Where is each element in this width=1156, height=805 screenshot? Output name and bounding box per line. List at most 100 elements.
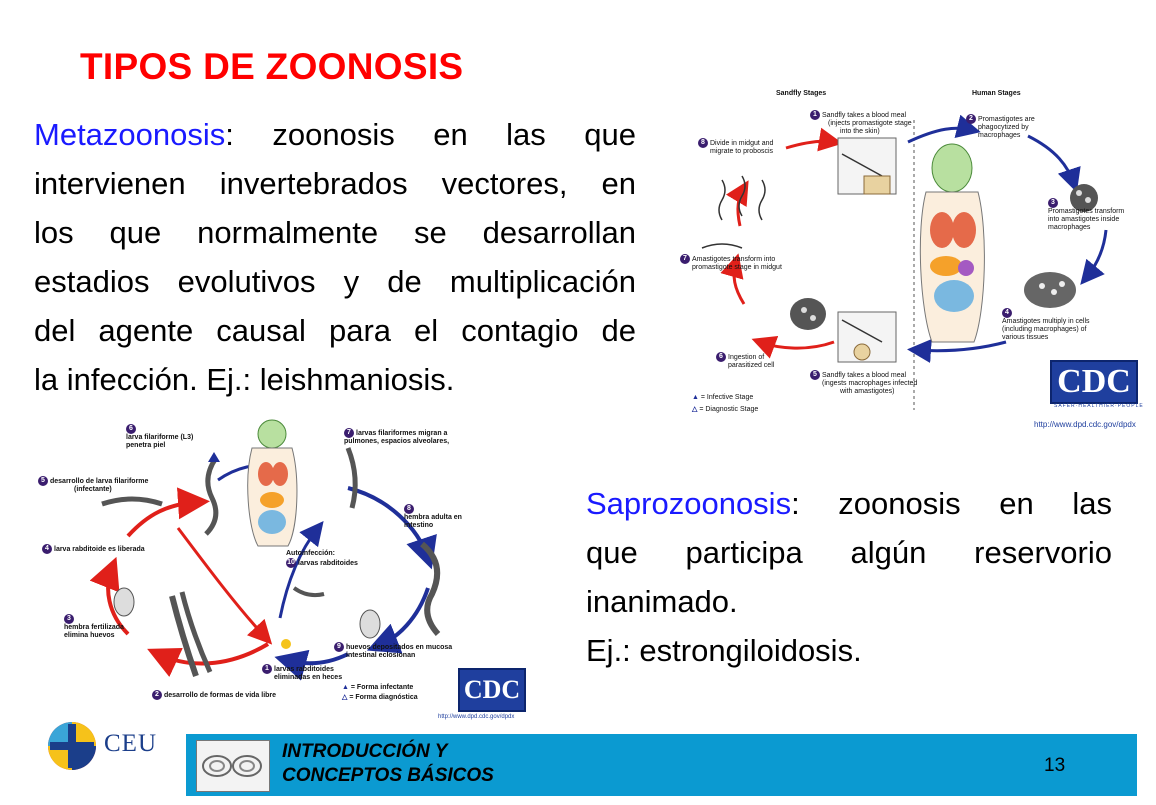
strongyloides-cycle-graphic [89,419,441,681]
liver-icon [930,256,962,276]
diagnostic-stage-marker [281,639,291,649]
legend-infective: ▲ = Forma infectante [342,684,414,691]
promastigote-shape [758,179,766,221]
saprozoonosis-line: inanimado. [586,584,738,619]
legend-diagnostic: △ = Diagnostic Stage [692,406,759,413]
metazoonosis-line: la infección. Ej.: leishmaniosis. [34,362,455,397]
cycle-arrow-blue [907,114,981,144]
sandfly-illustration [841,319,883,343]
leishmania-cycle-graphic [701,114,1108,410]
human-head [931,143,973,193]
promastigote-shape [701,243,743,249]
saprozoonosis-line: Ej.: estrongiloidosis. [586,633,862,668]
footer-section-title: INTRODUCCIÓN Y CONCEPTOS BÁSICOS [282,740,494,788]
cdc-logo: CDC [1050,360,1138,404]
cycle-arrow-blue [274,649,349,681]
lung-icon [930,212,954,248]
intestine-icon [934,280,974,312]
sandfly-illustration [841,153,883,177]
cycle-arrow-red [126,487,210,538]
migrating-larva [345,447,358,509]
lung-icon [272,462,288,486]
promastigote-shape [718,179,726,221]
metazoonosis-line: estadios evolutivos y de multiplicación [34,264,636,299]
footer-bar [186,734,1137,796]
saprozoonosis-line: : zoonosis en las [791,486,1112,521]
footer-thumbnail [196,740,270,792]
lung-icon [258,462,274,486]
lung-icon [952,212,976,248]
sandfly-stages-header: Sandfly Stages [776,90,827,97]
cycle-arrow-blue [1080,229,1108,285]
ceu-logo-icon [48,722,96,770]
metazoonosis-line: : zoonosis en las que [225,117,636,152]
intestine-icon [258,510,286,534]
metazoonosis-line: del agente causal para el contagio de [34,313,636,348]
free-living-adult [179,591,213,674]
cycle-arrow-red [147,642,270,677]
slide-title: TIPOS DE ZOONOSIS [80,46,464,87]
parasite-thumbnail-icon [202,755,262,777]
cdc-logo: CDC [458,668,526,712]
free-living-adult [169,595,199,677]
metazoonosis-line: los que normalmente se desarrollan [34,215,636,250]
egg-icon [359,609,381,639]
cycle-arrow-blue [278,520,324,619]
liver-icon [260,492,284,508]
footer-line: INTRODUCCIÓN Y [282,741,448,762]
cdc-tagline: SAFER·HEALTHIER·PEOPLE [1054,403,1144,409]
cdc-url[interactable]: http://www.dpd.cdc.gov/dpdx [438,714,515,720]
saprozoonosis-line: que participa algún reservorio [586,535,1112,570]
legend-diagnostic: △ = Forma diagnóstica [342,694,418,701]
spleen-icon [958,260,974,276]
infected-tissue-cells [1024,272,1076,308]
legend-infective: ▲ = Infective Stage [692,394,754,401]
metazoonosis-line: intervienen invertebrados vectores, en [34,166,636,201]
parasitized-cell [790,298,826,330]
cycle-arrow-red [176,527,273,645]
human-head [257,419,287,449]
page-number: 13 [1044,755,1066,776]
filariform-larva [204,456,219,536]
metazoonosis-term: Metazoonosis [34,117,226,152]
cycle-arrow-red [785,127,843,152]
cycle-arrow-red [89,556,130,636]
egg-icon [113,587,135,617]
cdc-url[interactable]: http://www.dpd.cdc.gov/dpdx [1034,420,1136,429]
cycle-arrow-red [720,253,746,305]
skin-inset [863,175,891,195]
cycle-arrow-blue [907,339,1007,363]
promastigote-shape [738,175,746,217]
human-stages-header: Human Stages [972,90,1021,97]
footer-line: CONCEPTOS BÁSICOS [282,765,494,786]
cycle-arrow-red [751,336,835,359]
cycle-arrow-blue [366,587,430,654]
infected-macrophage [853,343,871,361]
adult-female-worm [419,541,441,637]
metazoonosis-definition: Metazoonosis: zoonosis en las que interv… [34,110,636,404]
ceu-logo-text: CEU [104,730,157,757]
infective-stage-marker [208,452,220,462]
saprozoonosis-term: Saprozoonosis [586,486,792,521]
developing-larva [101,496,163,507]
cycle-arrow-blue [1027,134,1081,193]
saprozoonosis-definition: Saprozoonosis: zoonosis en las que parti… [586,479,1112,675]
